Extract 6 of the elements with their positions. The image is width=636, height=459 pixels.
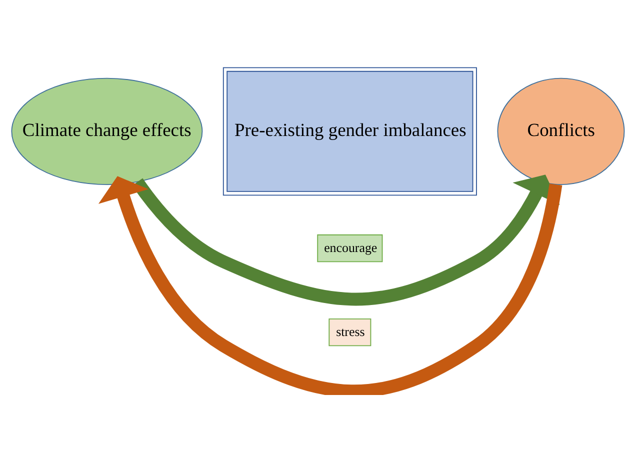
node-box: Pre-existing gender imbalances <box>222 67 477 196</box>
edge-label: encourage <box>324 240 378 256</box>
arrow <box>98 176 562 395</box>
edge-label: stress <box>336 324 365 340</box>
node-ellipse: Climate change effects <box>11 78 203 185</box>
node-ellipse: Conflicts <box>497 78 625 185</box>
